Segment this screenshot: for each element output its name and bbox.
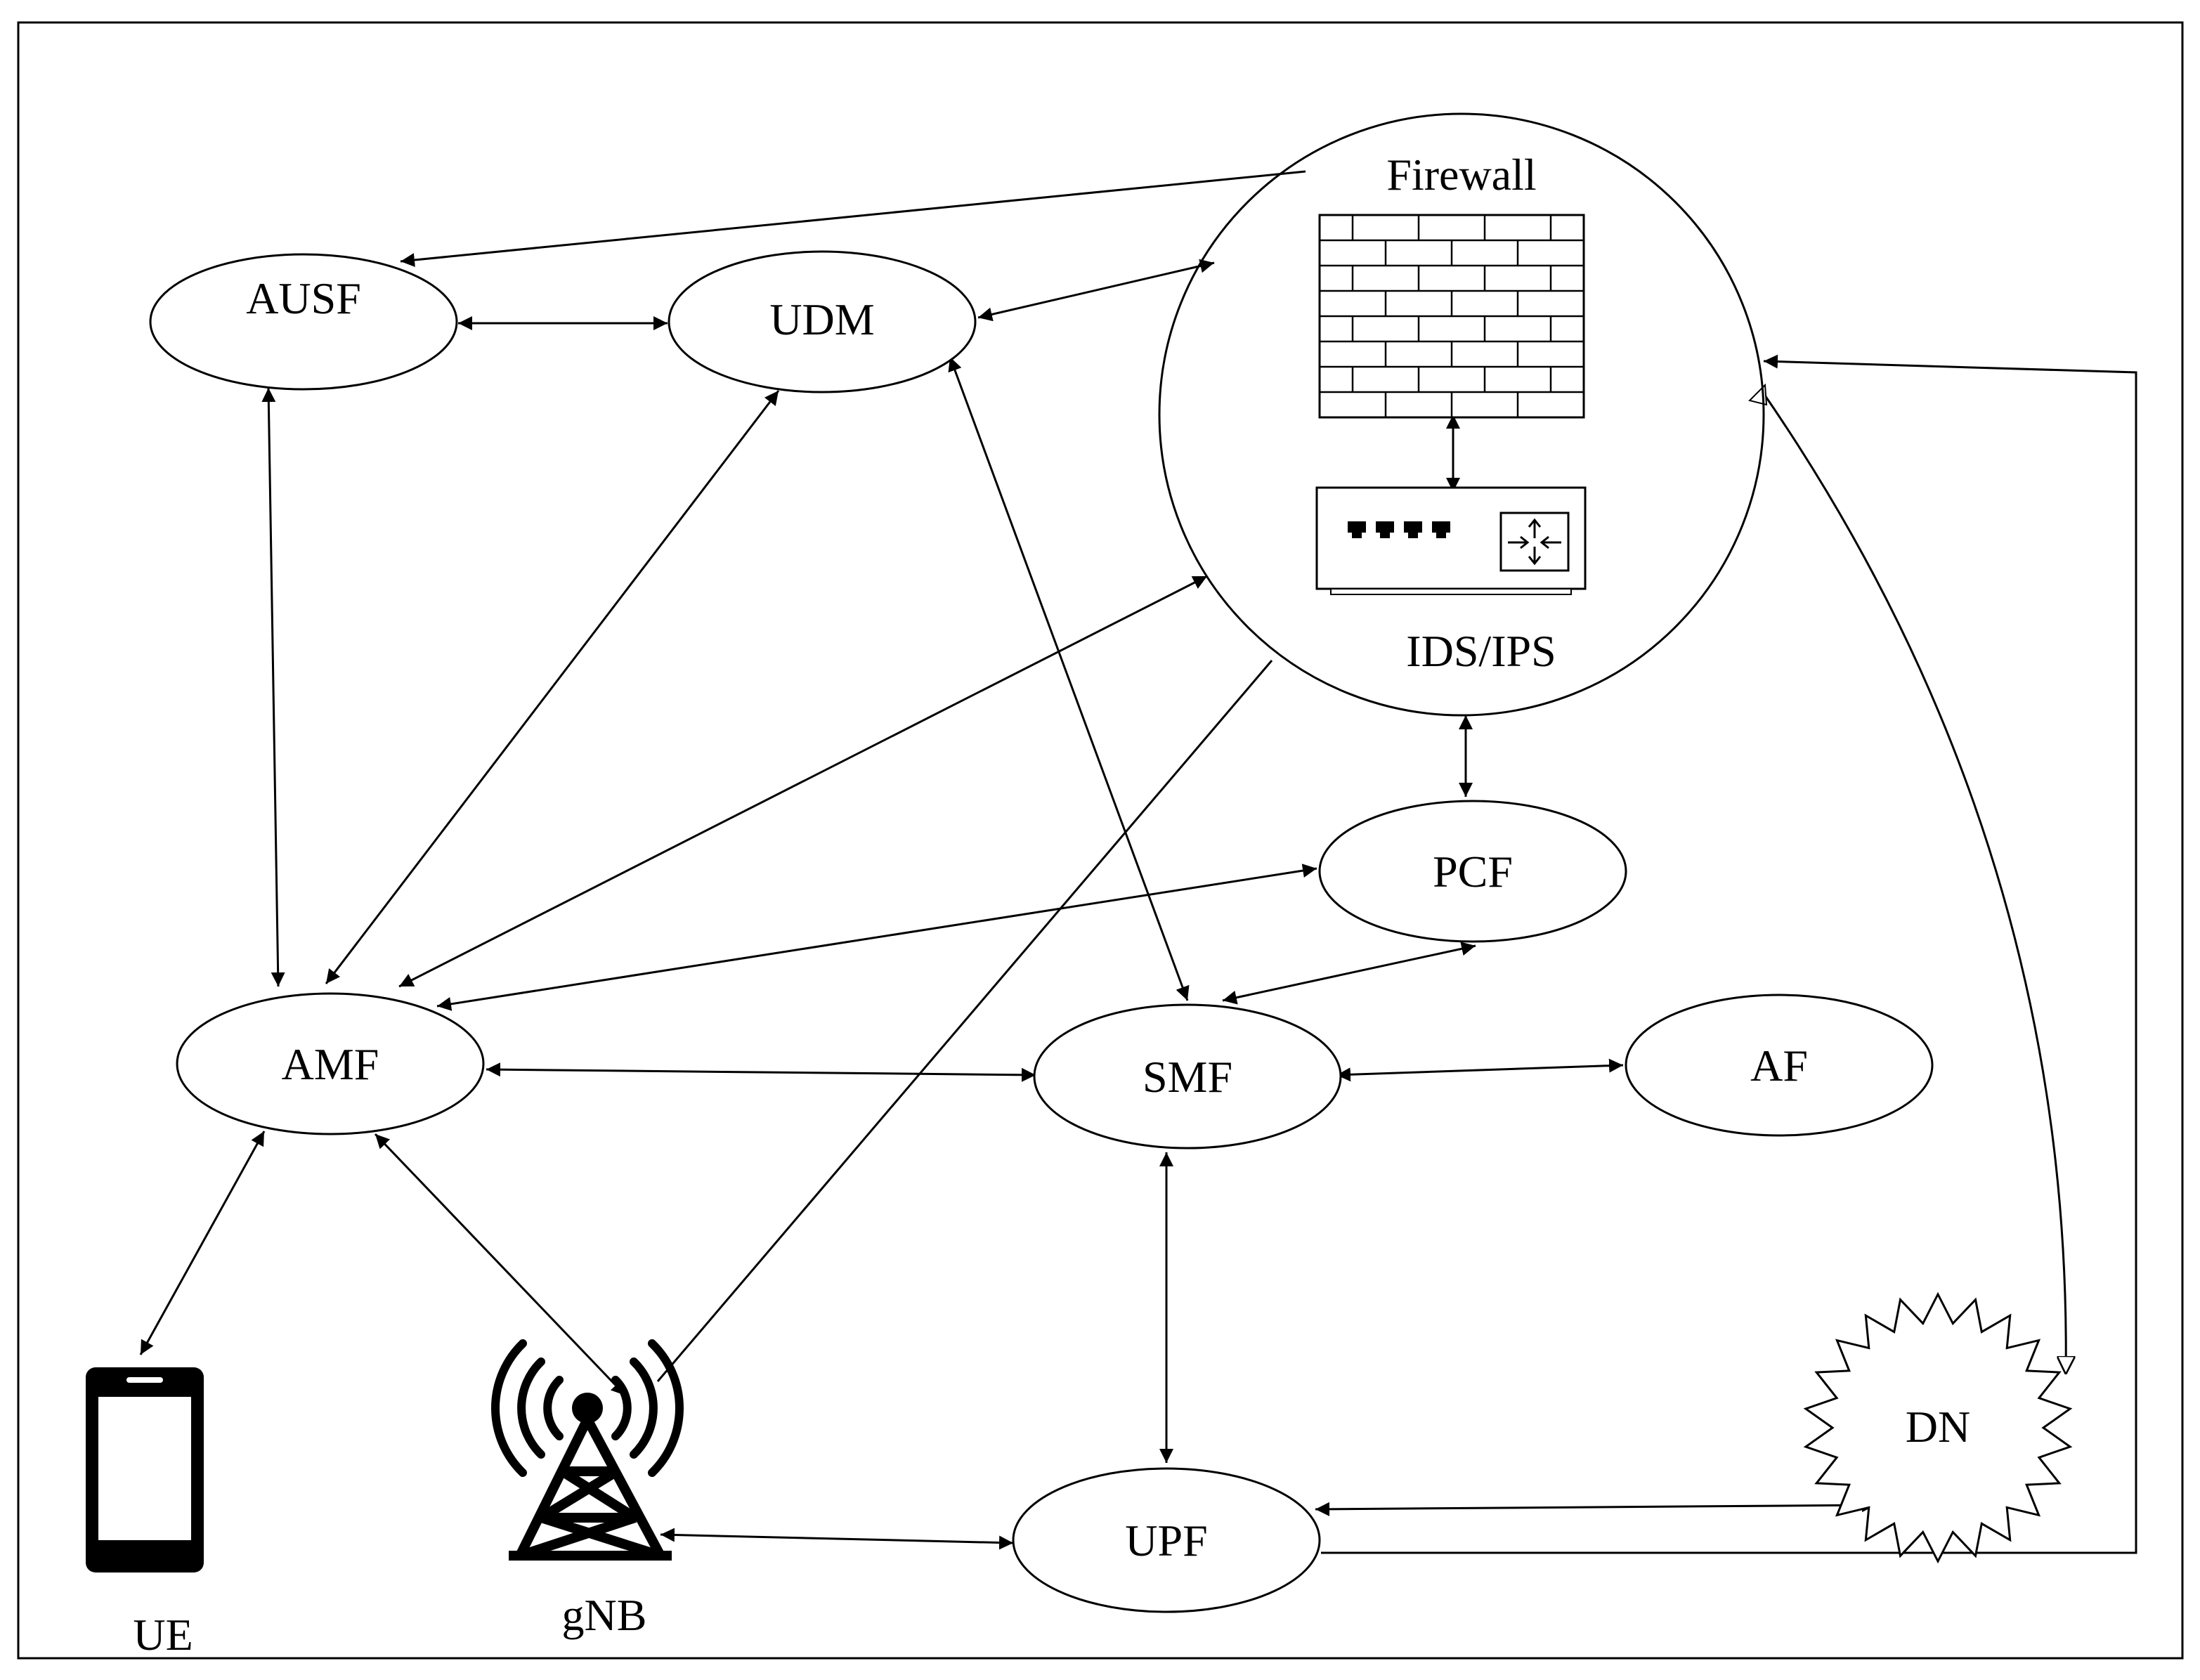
diagram-frame — [17, 21, 2184, 1660]
firewall-icon — [1318, 214, 1585, 419]
edge-amf-gnb — [374, 1133, 627, 1397]
edge-amf-smf — [486, 1062, 1036, 1082]
dn-starburst-shape — [1803, 1291, 2073, 1564]
edges — [139, 170, 2137, 1554]
edge-gnb-upf — [660, 1528, 1014, 1550]
edge-udm-amf — [325, 390, 780, 984]
edge-firewall-ausf — [400, 170, 1306, 267]
edge-ausf-amf — [261, 387, 285, 987]
edge-pcf-amf — [436, 864, 1317, 1011]
edge-smf-af — [1336, 1058, 1624, 1082]
edge-udm-smf — [948, 356, 1190, 1001]
node-udm: UDM — [668, 250, 977, 393]
cell-tower-icon — [490, 1339, 684, 1561]
node-ausf-label: AUSF — [246, 273, 361, 323]
firewall-label: Firewall — [1386, 150, 1536, 200]
edge-upf-firewall-bus — [1321, 354, 2137, 1554]
edge-udm-firewall — [977, 259, 1215, 322]
node-gnb: gNB — [490, 1339, 684, 1640]
firewall-node: Firewall — [1158, 112, 1765, 717]
node-amf-label: AMF — [282, 1039, 379, 1089]
edge-firewall-amf — [398, 575, 1208, 988]
edge-amf-ue — [139, 1131, 266, 1355]
node-smf-label: SMF — [1143, 1052, 1232, 1102]
node-ue-label: UE — [133, 1610, 193, 1660]
node-udm-label: UDM — [769, 294, 874, 344]
ids-ips-label: IDS/IPS — [1406, 626, 1556, 676]
node-upf: UPF — [1012, 1467, 1321, 1613]
node-upf-label: UPF — [1125, 1516, 1207, 1565]
node-smf: SMF — [1033, 1003, 1342, 1150]
smartphone-icon — [86, 1367, 204, 1572]
edge-firewall-dn-curve — [1762, 393, 2066, 1374]
node-ausf: AUSF — [149, 253, 458, 391]
ids-ips-icon — [1315, 486, 1587, 595]
edge-pcf-smf — [1222, 942, 1476, 1005]
node-dn: DN — [1803, 1291, 2073, 1564]
edge-firewall-gnb — [656, 660, 1273, 1382]
node-amf: AMF — [176, 992, 485, 1135]
node-pcf: PCF — [1318, 800, 1627, 943]
node-dn-label: DN — [1906, 1402, 1970, 1452]
edge-upf-dn — [1315, 1498, 1877, 1516]
node-ue: UE — [86, 1367, 204, 1660]
node-pcf-label: PCF — [1433, 847, 1513, 897]
node-af: AF — [1625, 994, 1934, 1137]
node-gnb-label: gNB — [562, 1590, 647, 1640]
node-af-label: AF — [1750, 1041, 1808, 1090]
